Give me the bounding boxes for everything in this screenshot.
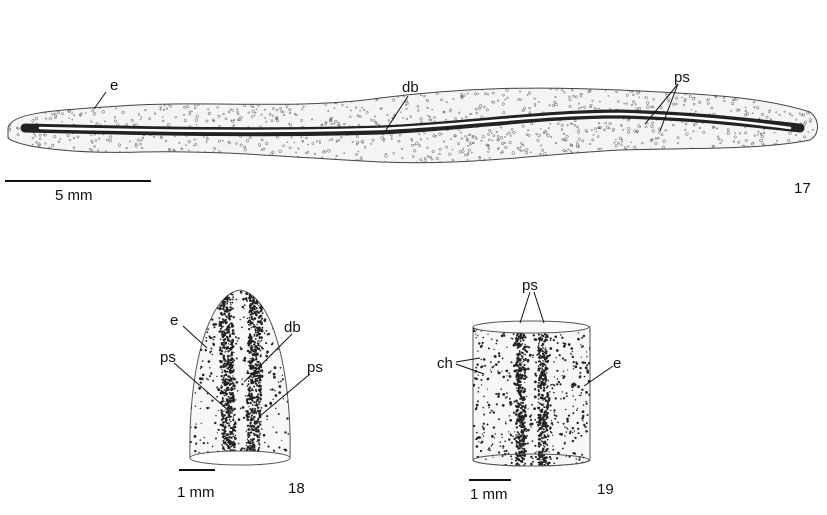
- label-e: e: [613, 355, 621, 372]
- cylinder-top: [472, 320, 590, 334]
- worm-dorsal-band-white: [38, 112, 792, 133]
- ch-pointer-line: [455, 357, 481, 363]
- figure-17-worm: e db ps 5 mm 17: [5, 69, 818, 204]
- label-e: e: [110, 77, 118, 94]
- label-ps: ps: [674, 69, 690, 86]
- ps-pointer-line: [259, 373, 311, 417]
- e-pointer-line: [93, 91, 107, 110]
- scale-label: 1 mm: [470, 486, 508, 503]
- figure-number: 18: [288, 480, 305, 497]
- label-ps: ps: [522, 277, 538, 294]
- ps-pointer-line: [659, 83, 679, 132]
- label-db: db: [284, 319, 301, 336]
- label-db: db: [402, 79, 419, 96]
- ps-pointer-line: [519, 291, 531, 324]
- figure-18-anterior-end: e db ps ps 1 mm 18: [160, 289, 323, 501]
- e-pointer-line: [583, 365, 614, 387]
- figure-number: 19: [597, 481, 614, 498]
- figure-19-body-section: ps ch e 1 mm 19: [437, 277, 621, 503]
- ps-pointer-line: [644, 83, 679, 125]
- label-e: e: [170, 312, 178, 329]
- scale-label: 5 mm: [55, 187, 93, 204]
- cylinder-base: [472, 453, 590, 467]
- e-pointer-line: [182, 325, 208, 349]
- figure-number: 17: [794, 180, 811, 197]
- dome-outline: [189, 289, 291, 459]
- label-ps: ps: [160, 349, 176, 366]
- dome-base: [189, 450, 291, 466]
- ch-pointer-line: [455, 363, 485, 375]
- label-ch: ch: [437, 355, 453, 372]
- label-ps: ps: [307, 359, 323, 376]
- ps-pointer-line: [533, 291, 545, 324]
- scale-label: 1 mm: [177, 484, 215, 501]
- ps-pointer-line: [173, 362, 229, 411]
- db-pointer-line: [243, 333, 293, 383]
- db-pointer-line: [385, 95, 409, 131]
